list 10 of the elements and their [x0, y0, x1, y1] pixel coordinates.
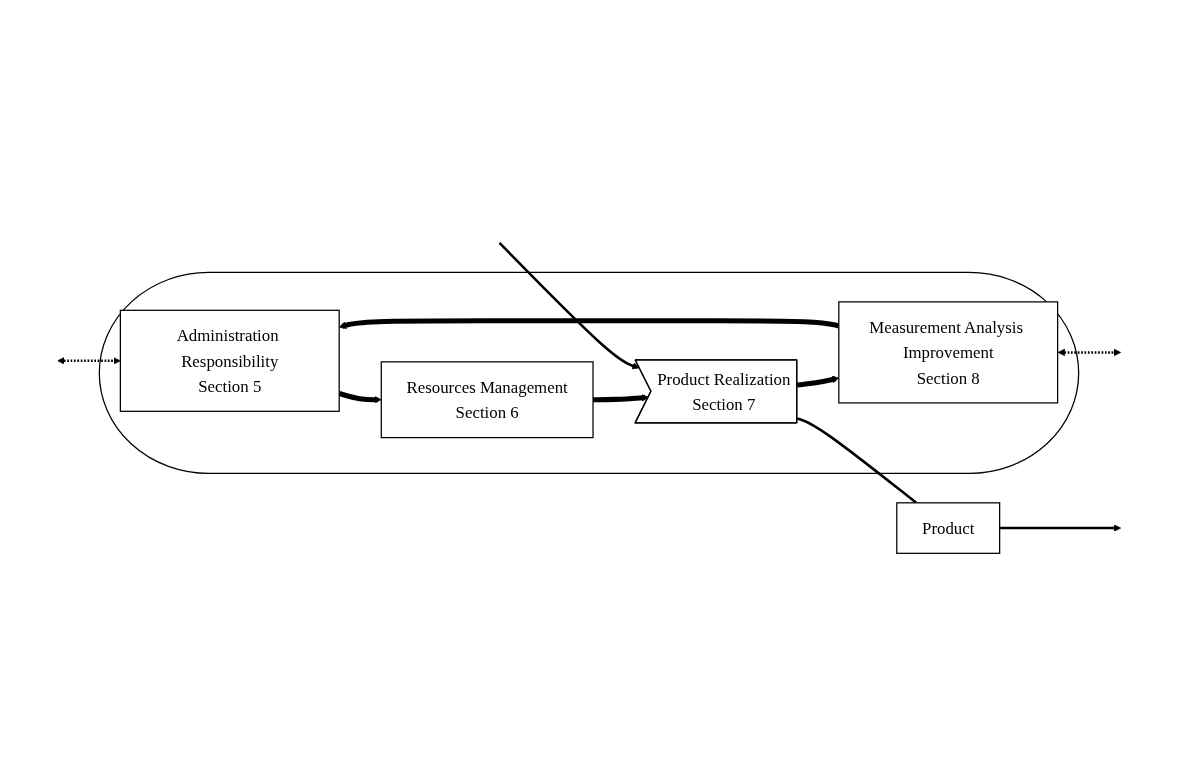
node-box: Product [896, 502, 1001, 554]
node-box: Administration Responsibility Section 5 [119, 309, 340, 412]
node-box: Measurement Analysis Improvement Section 8 [838, 301, 1059, 404]
node-box: Resources Management Section 6 [380, 361, 594, 439]
arrow [498, 242, 640, 370]
arrow [999, 524, 1122, 532]
arrow [593, 394, 649, 403]
connector [796, 417, 918, 504]
arrow [57, 357, 121, 365]
arrow [1057, 348, 1122, 357]
